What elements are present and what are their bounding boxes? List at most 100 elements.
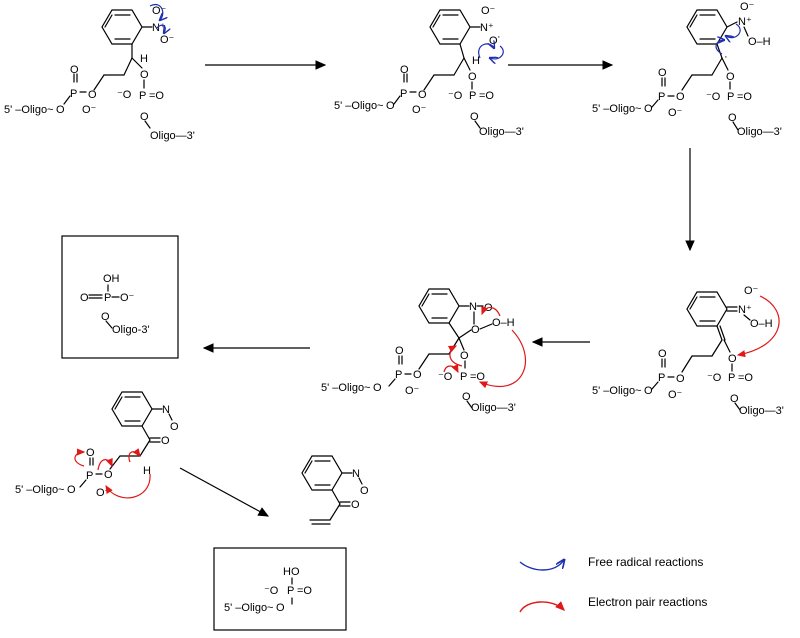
o-atom: O (413, 369, 422, 381)
o-atom: O (161, 435, 170, 447)
o-atom: O⁻ (668, 107, 683, 119)
o-atom: O⁻ (405, 385, 420, 397)
o-atom: O (351, 499, 360, 511)
o-atom: O (726, 71, 735, 83)
n-atom: N (469, 301, 477, 313)
n-atom: N⁺ (480, 22, 494, 34)
p-atom: P (728, 372, 735, 384)
oligo-3prime-label: Oligo—3' (737, 126, 782, 138)
n-atom: N⁺ (738, 16, 752, 28)
o-atom: =O (470, 371, 485, 383)
o-atom: O⁻ (152, 5, 167, 17)
oh-group: O–H (748, 36, 771, 48)
p-atom: P (469, 90, 476, 102)
o-atom: O (140, 69, 149, 81)
o-atom: O (101, 311, 110, 323)
o-atom: =O (149, 90, 164, 102)
o-atom: O (462, 391, 471, 403)
structure-2-nitro-radical: N⁺ O⁻ O · H O P O O⁻ 5' –Oligo ~ O O ⁻O … (334, 5, 524, 138)
oligo-5prime-label: 5' –Oligo (592, 385, 635, 397)
oligo-5prime-label: 5' –Oligo (321, 382, 364, 394)
wavy-bond: ~ (267, 602, 273, 614)
o-atom: O (400, 64, 409, 76)
h-atom: H (472, 55, 480, 67)
o-atom: O (56, 104, 65, 116)
o-atom: O⁻ (120, 292, 135, 304)
legend: Free radical reactions Electron pair rea… (519, 555, 707, 613)
wavy-bond: ~ (47, 104, 53, 116)
oligo-3prime-label: Oligo—3' (739, 405, 784, 417)
n-atom: N (162, 404, 170, 416)
o-atom: O (395, 345, 404, 357)
o-atom: O (676, 91, 685, 103)
o-atom: O (86, 447, 95, 459)
o-atom: O (80, 292, 89, 304)
structure-4-aci-nitro: N⁺ O⁻ O–H O P O O⁻ 5' –Oligo ~ O O ⁻O P … (592, 285, 784, 417)
radical-dot: · (497, 31, 501, 43)
o-atom: O (418, 89, 427, 101)
p-atom: P (460, 371, 467, 383)
o-atom: O (470, 111, 479, 123)
o-atom: =O (479, 90, 494, 102)
product-box-5prime-phosphate: HO ⁻O P =O 5' –Oligo ~ O (213, 547, 347, 631)
p-atom: P (70, 88, 77, 100)
wavy-bond: ~ (635, 385, 641, 397)
o-atom: O⁻ (740, 1, 755, 13)
oligo-3prime-label: Oligo-3' (112, 324, 150, 336)
electron-pair-arrow-swatch (519, 601, 565, 613)
o-atom: O⁻ (481, 5, 496, 17)
o-atom: =O (297, 585, 312, 597)
oh-group: O–H (492, 317, 515, 329)
p-atom: P (395, 369, 402, 381)
o-atom: O (728, 353, 737, 365)
oligo-5prime-label: 5' –Oligo (15, 484, 58, 496)
o-atom: O (658, 67, 667, 79)
o-atom: O (104, 469, 113, 481)
o-atom: =O (738, 372, 753, 384)
o-atom: O⁻ (82, 104, 97, 116)
o-atom: O (471, 324, 480, 336)
structure-3-benzyl-radical: N⁺ O⁻ O–H · O P O O⁻ 5' –Oligo ~ O O ⁻O … (592, 1, 782, 138)
p-atom: P (658, 372, 665, 384)
o-atom: O (644, 103, 653, 115)
o-atom: O (728, 112, 737, 124)
wavy-bond: ~ (377, 100, 383, 112)
o-atom: O (360, 485, 369, 497)
n-atom: N⁺ (738, 304, 752, 316)
p-atom: P (658, 91, 665, 103)
oligo-5prime-label: 5' –Oligo (334, 100, 377, 112)
o-atom: ⁻O (117, 89, 132, 101)
p-atom: P (104, 292, 111, 304)
o-atom: O (373, 382, 382, 394)
o-atom: O (676, 373, 685, 385)
radical-dot: · (724, 51, 728, 63)
o-atom: O⁻ (412, 104, 427, 116)
p-atom: P (287, 585, 294, 597)
p-atom: P (727, 91, 734, 103)
o-atom: O (644, 385, 653, 397)
o-atom: O (460, 350, 469, 362)
oh-group: O–H (750, 318, 773, 330)
oligo-5prime-label: 5' –Oligo (4, 104, 47, 116)
structure-7-nitroso-vinyl-ketone: N O O (301, 455, 369, 525)
legend-free-radical: Free radical reactions (588, 555, 703, 569)
wavy-bond: ~ (58, 484, 64, 496)
o-atom: O (140, 111, 149, 123)
o-atom: O (386, 100, 395, 112)
oligo-3prime-label: Oligo—3' (479, 126, 524, 138)
p-atom: P (86, 470, 93, 482)
o-atom: O⁻ (160, 34, 175, 46)
o-atom: ⁻O (706, 91, 721, 103)
o-atom: O⁻ (668, 389, 683, 401)
o-atom: O (170, 421, 179, 433)
oligo-3prime-label: Oligo—3' (150, 130, 195, 142)
p-atom: P (400, 88, 407, 100)
o-atom: O (70, 64, 79, 76)
o-atom: O (658, 348, 667, 360)
h-atom: H (143, 465, 151, 477)
o-atom: ⁻O (438, 371, 453, 383)
structure-5-cyclic-intermediate: N O O O–H O P O O⁻ 5' –Oligo ~ O O ⁻O P … (321, 288, 527, 414)
o-atom: ⁻O (448, 90, 463, 102)
o-atom: ⁻O (264, 585, 279, 597)
